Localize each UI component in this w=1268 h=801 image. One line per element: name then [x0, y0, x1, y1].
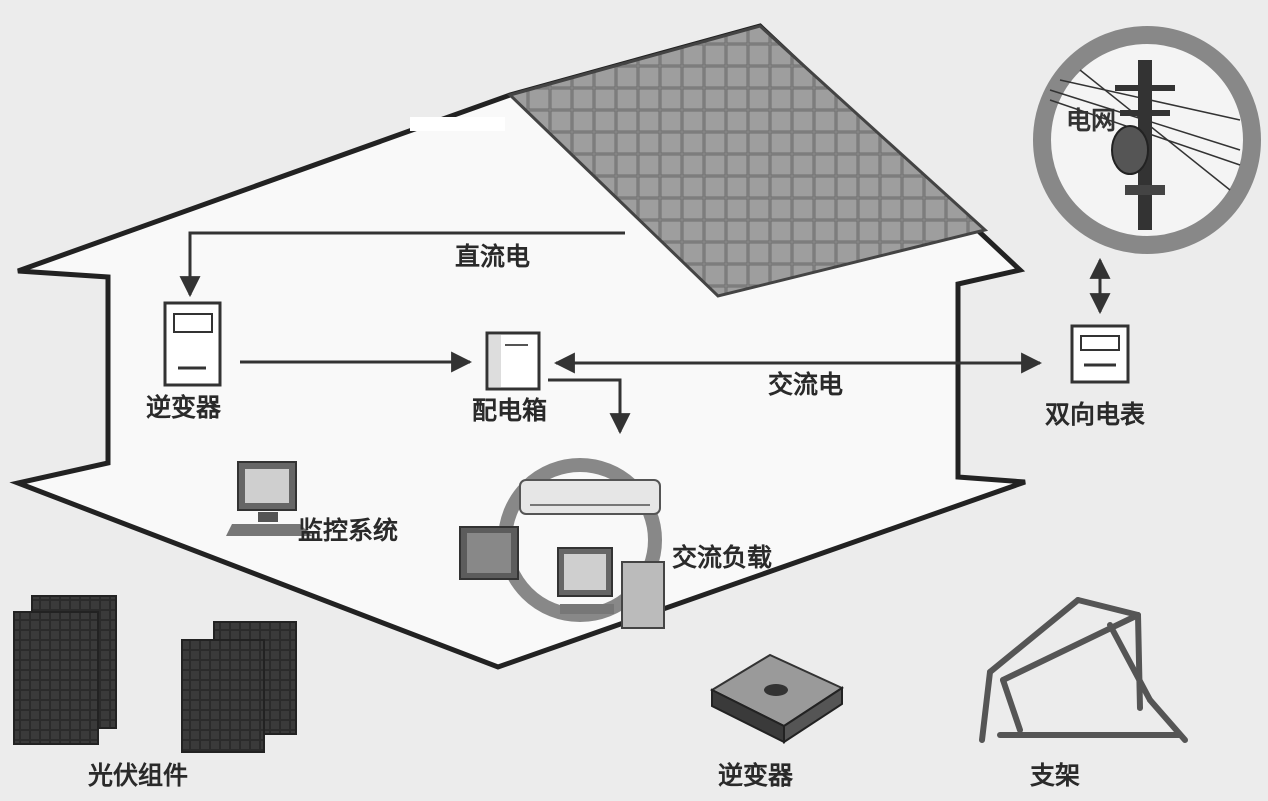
bracket-icon [979, 597, 1188, 743]
inverter-inside-icon [163, 301, 222, 387]
ac-load-label: 交流负载 [672, 543, 773, 572]
inverter-product-icon [709, 653, 845, 744]
box-to-load-arrow [548, 378, 631, 435]
inverter-product-label: 逆变器 [718, 761, 794, 790]
bidirectional-meter-label: 双向电表 [1045, 400, 1146, 429]
bidirectional-meter-icon [1070, 324, 1130, 384]
inverter-inside-label: 逆变器 [146, 393, 222, 422]
grid-label: 电网 [1066, 106, 1117, 135]
monitoring-computer-icon [226, 461, 312, 536]
roof-solar-panel [507, 24, 989, 298]
distribution-box-icon [485, 331, 541, 391]
bracket-label: 支架 [1030, 761, 1081, 790]
monitoring-label: 监控系统 [298, 516, 399, 545]
ac-label: 交流电 [768, 370, 844, 399]
pv-modules-icon [13, 595, 297, 753]
grid-icon [1033, 26, 1261, 254]
ac-load-icon [459, 458, 665, 629]
dc-label: 直流电 [455, 242, 531, 271]
distribution-box-label: 配电箱 [472, 396, 548, 425]
dc-line [179, 231, 625, 298]
pv-modules-label: 光伏组件 [88, 761, 189, 790]
